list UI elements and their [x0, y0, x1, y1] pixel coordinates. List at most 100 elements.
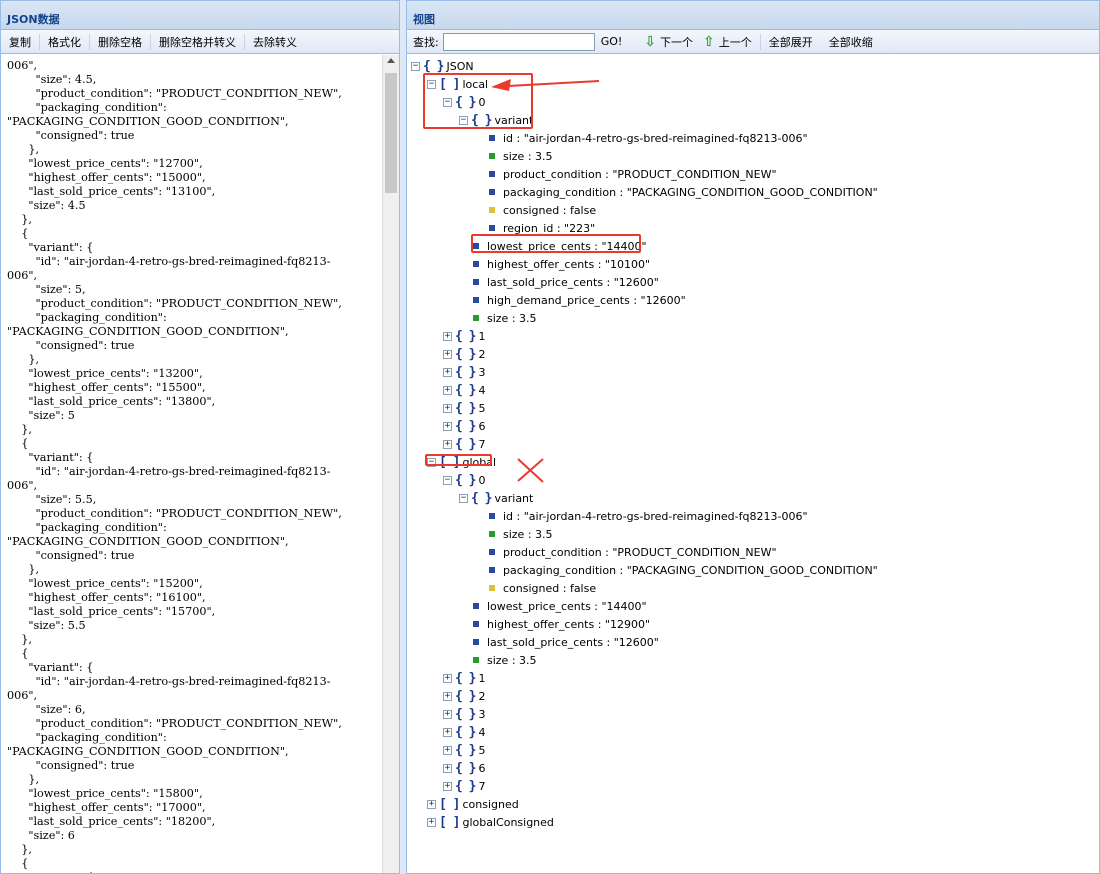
tree-node[interactable]: +{ }4 — [443, 381, 485, 399]
tree-node[interactable]: +{ }7 — [443, 777, 485, 795]
panel-splitter[interactable] — [400, 0, 406, 874]
collapse-icon[interactable]: − — [459, 492, 468, 503]
tree-node[interactable]: +{ }1 — [443, 669, 485, 687]
expand-icon[interactable]: + — [443, 348, 452, 359]
tree-node[interactable]: +{ }3 — [443, 363, 485, 381]
scroll-thumb[interactable] — [385, 73, 397, 193]
tree-node[interactable]: lowest_price_cents : "14400" — [473, 597, 647, 615]
find-label: 查找: — [413, 35, 439, 49]
tree-node-label: 7 — [478, 437, 486, 451]
tree-node-label: 4 — [478, 383, 486, 397]
scroll-up-icon[interactable] — [387, 58, 395, 63]
tree-node[interactable]: −{ }variant — [459, 489, 533, 507]
tree-node[interactable]: +{ }1 — [443, 327, 485, 345]
expand-icon[interactable]: + — [443, 672, 452, 683]
tree-node[interactable]: size : 3.5 — [489, 147, 553, 165]
tree-node[interactable]: −{ }0 — [443, 93, 485, 111]
tree-node[interactable]: +{ }3 — [443, 705, 485, 723]
tree-node[interactable]: packaging_condition : "PACKAGING_CONDITI… — [489, 183, 878, 201]
expand-icon[interactable]: + — [443, 690, 452, 701]
copy-button[interactable]: 复制 — [9, 35, 31, 49]
json-text-content[interactable]: 006", "size": 4.5, "product_condition": … — [7, 59, 342, 873]
format-button[interactable]: 格式化 — [48, 35, 81, 49]
tree-node[interactable]: consigned : false — [489, 201, 596, 219]
tree-node[interactable]: +{ }2 — [443, 687, 485, 705]
view-toolbar: 查找: GO! ⇩ 下一个 ⇧ 上一个 全部展开 全部收缩 — [407, 30, 1099, 54]
tree-node[interactable]: size : 3.5 — [473, 651, 537, 669]
tree-node[interactable]: size : 3.5 — [473, 309, 537, 327]
tree-node-label: 0 — [478, 95, 486, 109]
tree-node[interactable]: −{ }0 — [443, 471, 485, 489]
expand-icon[interactable]: + — [443, 762, 452, 773]
tree-node[interactable]: product_condition : "PRODUCT_CONDITION_N… — [489, 165, 777, 183]
object-icon: { } — [455, 706, 477, 722]
tree-node-label: size : 3.5 — [503, 149, 553, 163]
tree-node[interactable]: last_sold_price_cents : "12600" — [473, 273, 659, 291]
tree-node[interactable]: last_sold_price_cents : "12600" — [473, 633, 659, 651]
tree-node-label: highest_offer_cents : "12900" — [487, 617, 651, 631]
expand-icon[interactable]: + — [427, 816, 436, 827]
collapse-icon[interactable]: − — [411, 60, 420, 71]
tree-node[interactable]: +{ }6 — [443, 759, 485, 777]
leaf-value-icon — [489, 531, 495, 537]
editor-scrollbar[interactable] — [382, 55, 399, 873]
tree-node[interactable]: packaging_condition : "PACKAGING_CONDITI… — [489, 561, 878, 579]
tree-node[interactable]: +[ ]globalConsigned — [427, 813, 554, 831]
tree-node[interactable]: consigned : false — [489, 579, 596, 597]
tree-node[interactable]: +{ }5 — [443, 741, 485, 759]
tree-node[interactable]: −[ ]local — [427, 75, 488, 93]
expand-icon[interactable]: + — [443, 384, 452, 395]
go-button[interactable]: GO! — [600, 35, 623, 48]
tree-node[interactable]: +{ }2 — [443, 345, 485, 363]
tree-node[interactable]: +[ ]consigned — [427, 795, 519, 813]
tree-node[interactable]: high_demand_price_cents : "12600" — [473, 291, 686, 309]
expand-icon[interactable]: + — [443, 402, 452, 413]
tree-node[interactable]: +{ }6 — [443, 417, 485, 435]
tree-node-label: size : 3.5 — [487, 653, 537, 667]
expand-icon[interactable]: + — [443, 438, 452, 449]
tree-node[interactable]: +{ }4 — [443, 723, 485, 741]
tree-node[interactable]: region_id : "223" — [489, 219, 595, 237]
expand-icon[interactable]: + — [443, 420, 452, 431]
prev-button[interactable]: ⇧ 上一个 — [701, 34, 760, 50]
tree-node-label: consigned : false — [503, 203, 597, 217]
tree-node[interactable]: highest_offer_cents : "12900" — [473, 615, 650, 633]
tree-node-label: packaging_condition : "PACKAGING_CONDITI… — [503, 563, 878, 577]
collapse-icon[interactable]: − — [427, 456, 436, 467]
expand-icon[interactable]: + — [443, 726, 452, 737]
next-button[interactable]: ⇩ 下一个 — [630, 34, 701, 50]
unescape-button[interactable]: 去除转义 — [253, 35, 297, 49]
tree-node[interactable]: −{ }JSON — [411, 57, 474, 75]
expand-all-button[interactable]: 全部展开 — [768, 35, 813, 49]
collapse-icon[interactable]: − — [443, 96, 452, 107]
remove-spaces-escape-button[interactable]: 删除空格并转义 — [159, 35, 236, 49]
tree-node[interactable]: product_condition : "PRODUCT_CONDITION_N… — [489, 543, 777, 561]
leaf-value-icon — [489, 567, 495, 573]
tree-node[interactable]: highest_offer_cents : "10100" — [473, 255, 650, 273]
expand-icon[interactable]: + — [443, 366, 452, 377]
expand-icon[interactable]: + — [427, 798, 436, 809]
tree-node[interactable]: id : "air-jordan-4-retro-gs-bred-reimagi… — [489, 507, 808, 525]
tree-node-label: 7 — [478, 779, 486, 793]
expand-icon[interactable]: + — [443, 330, 452, 341]
tree-node[interactable]: lowest_price_cents : "14400" — [473, 237, 647, 255]
expand-icon[interactable]: + — [443, 780, 452, 791]
tree-node[interactable]: +{ }7 — [443, 435, 485, 453]
tree-node[interactable]: +{ }5 — [443, 399, 485, 417]
object-icon: { } — [455, 778, 477, 794]
remove-spaces-button[interactable]: 删除空格 — [98, 35, 142, 49]
collapse-icon[interactable]: − — [427, 78, 436, 89]
expand-icon[interactable]: + — [443, 708, 452, 719]
json-text-editor[interactable]: 006", "size": 4.5, "product_condition": … — [1, 55, 383, 873]
find-input[interactable] — [442, 32, 595, 51]
expand-icon[interactable]: + — [443, 744, 452, 755]
tree-node[interactable]: size : 3.5 — [489, 525, 553, 543]
object-icon: { } — [455, 742, 477, 758]
tree-node[interactable]: id : "air-jordan-4-retro-gs-bred-reimagi… — [489, 129, 808, 147]
collapse-icon[interactable]: − — [443, 474, 452, 485]
collapse-icon[interactable]: − — [459, 114, 468, 125]
annotation-box-lowest-price — [471, 234, 641, 253]
tree-node[interactable]: −{ }variant — [459, 111, 533, 129]
collapse-all-button[interactable]: 全部收缩 — [828, 35, 873, 49]
